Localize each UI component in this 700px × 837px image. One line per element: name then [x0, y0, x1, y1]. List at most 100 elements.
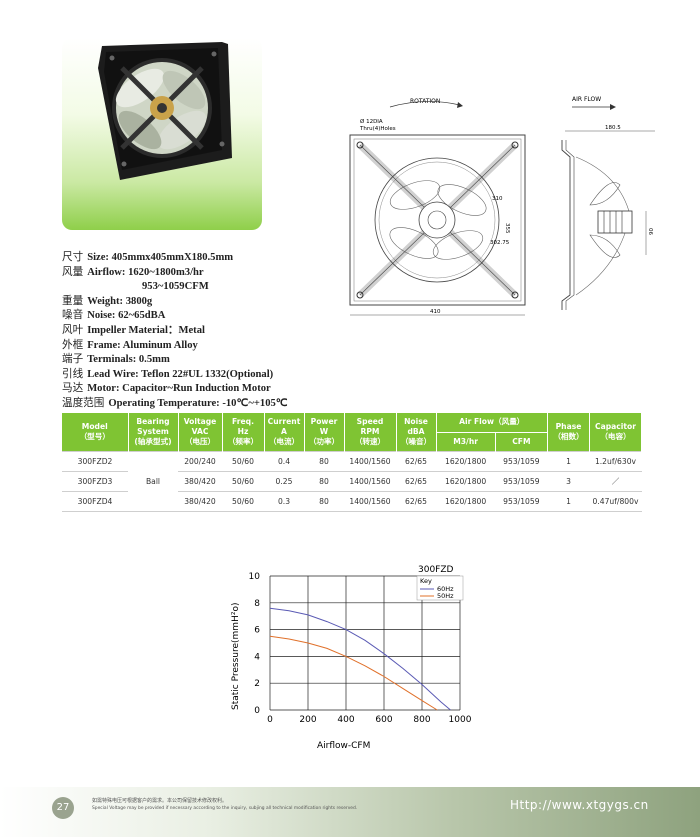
cell-voltage: 380/420 — [178, 491, 222, 512]
side-view-drawing: AIR FLOW 180.5 90 — [561, 96, 655, 310]
spec-label-cn: 端子 — [62, 354, 84, 366]
spec-value: Weight: 3800g — [87, 295, 153, 307]
y-tick-label: 6 — [254, 626, 260, 636]
cell-current: 0.4 — [264, 450, 304, 472]
th-airflow: Air Flow（风量） — [436, 413, 548, 432]
cell-capacitor: 1.2uf/630v — [589, 450, 642, 472]
cell-cfm: 953/1059 — [495, 471, 548, 492]
x-tick-label: 800 — [413, 715, 430, 725]
chart-series — [269, 607, 451, 711]
th-airflow-m3: M3/hr — [436, 431, 496, 451]
cell-voltage: 200/240 — [178, 450, 222, 472]
cell-m3: 1620/1800 — [436, 450, 496, 472]
airflow-label: AIR FLOW — [572, 96, 601, 103]
x-tick-label: 1000 — [449, 715, 472, 725]
cell-phase: 1 — [547, 491, 590, 512]
y-tick-label: 0 — [254, 706, 260, 716]
product-photo — [62, 38, 262, 230]
dim-355: 355 — [504, 223, 510, 234]
spec-value: Motor: Capacitor~Run Induction Motor — [87, 383, 271, 395]
dim-310: 310 — [492, 196, 503, 202]
spec-value: Frame: Aluminum Alloy — [87, 339, 198, 351]
spec-label-cn: 马达 — [62, 383, 84, 395]
cell-power: 80 — [304, 491, 344, 512]
cell-cfm: 953/1059 — [495, 491, 548, 512]
cell-power: 80 — [304, 471, 344, 492]
th-freq: Freq.Hz（频率） — [222, 413, 265, 451]
spec-label-cn: 引线 — [62, 368, 84, 380]
x-tick-label: 200 — [299, 715, 316, 725]
spec-value: 953~1059CFM — [142, 281, 209, 293]
cell-model: 300FZD3 — [62, 471, 128, 492]
cell-phase: 3 — [547, 471, 590, 492]
spec-value: Noise: 62~65dBA — [87, 310, 166, 322]
spec-label-cn: 风叶 — [62, 324, 84, 336]
cell-speed: 1400/1560 — [344, 450, 396, 472]
dim-302-75: 302.75 — [490, 240, 510, 246]
y-tick-label: 10 — [249, 572, 261, 582]
footer-url[interactable]: Http://www.xtgygs.cn — [510, 798, 649, 812]
x-tick-label: 0 — [267, 715, 273, 725]
chart-title: 300FZD — [418, 565, 454, 575]
cell-bearing: Ball — [128, 450, 178, 512]
cell-m3: 1620/1800 — [436, 491, 496, 512]
footer-note-en: Special Voltage may be provided if neces… — [92, 806, 358, 811]
footer-bar — [0, 787, 700, 837]
spec-value: Terminals: 0.5mm — [87, 354, 170, 366]
x-tick-label: 600 — [375, 715, 392, 725]
cell-noise: 62/65 — [396, 450, 436, 472]
chart-ylabel: Static Pressure(mmH²o) — [231, 603, 241, 710]
front-view-drawing: ROTATION Ø 12DIA Thru(4)Holes 310 355 30… — [349, 98, 526, 316]
th-airflow-cfm: CFM — [495, 431, 549, 451]
fan-image — [98, 42, 232, 180]
chart-xlabel: Airflow-CFM — [317, 741, 370, 751]
spec-label-cn: 噪音 — [62, 310, 84, 322]
cell-noise: 62/65 — [396, 471, 436, 492]
dim-90: 90 — [649, 228, 655, 235]
cell-current: 0.3 — [264, 491, 304, 512]
th-capacitor: Capacitor（电容） — [589, 413, 642, 451]
cell-cfm: 953/1059 — [495, 450, 548, 472]
y-tick-label: 4 — [254, 652, 260, 662]
spec-value: Size: 405mmx405mmX180.5mm — [87, 252, 234, 263]
spec-row: 953~1059CFM — [62, 280, 362, 295]
cell-speed: 1400/1560 — [344, 491, 396, 512]
spec-value: Airflow: 1620~1800m3/hr — [87, 266, 204, 278]
spec-label-cn: 重量 — [62, 295, 84, 307]
cell-capacitor: 0.47uf/800v — [589, 491, 642, 512]
cell-speed: 1400/1560 — [344, 471, 396, 492]
cell-power: 80 — [304, 450, 344, 472]
cell-capacitor: ／ — [589, 471, 642, 492]
footer-note-cn: 如需特殊电压可根据客户的需求。本公司保留技术修改权利。 — [92, 798, 228, 804]
holes-label: Ø 12DIA — [360, 118, 383, 125]
cell-model: 300FZD4 — [62, 491, 128, 512]
chart-legend: Key 60Hz 50Hz — [416, 575, 464, 601]
spec-label-cn: 温度范围 — [62, 397, 105, 409]
page-number: 27 — [52, 797, 74, 819]
cell-model: 300FZD2 — [62, 450, 128, 472]
spec-label-cn: 尺寸 — [62, 252, 84, 263]
spec-label-cn: 风量 — [62, 266, 84, 278]
series-line-60hz — [269, 607, 451, 711]
legend-60hz: 60Hz — [437, 585, 454, 593]
cell-noise: 62/65 — [396, 491, 436, 512]
